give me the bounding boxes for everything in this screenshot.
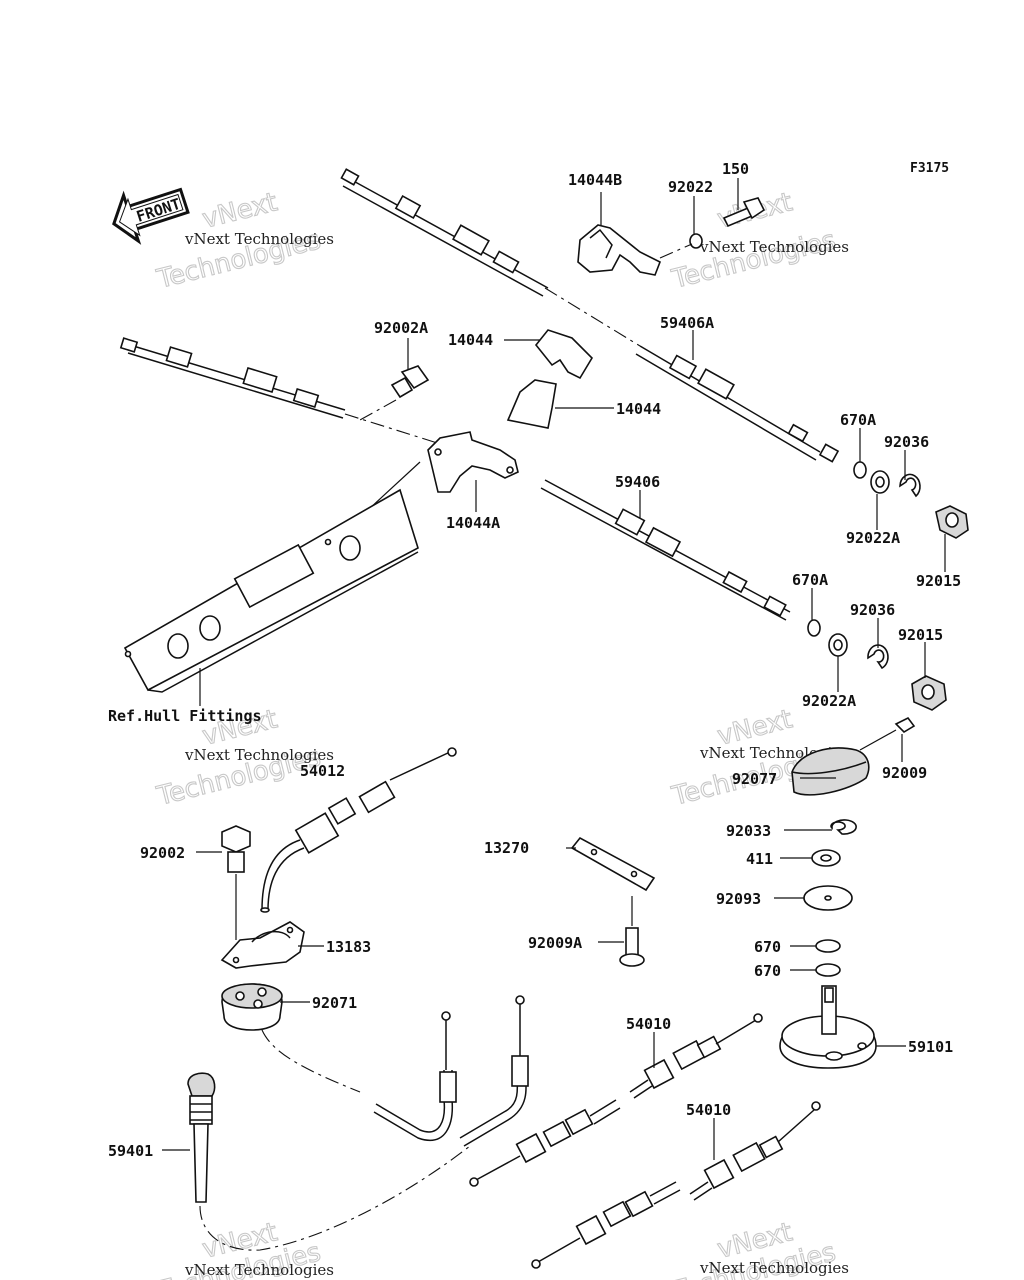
grommet-92071: [221, 983, 361, 1093]
pull-knob-59401: [187, 1072, 471, 1251]
label-92093: 92093: [716, 890, 761, 908]
label-14044a: 14044A: [446, 514, 500, 532]
label-92022: 92022: [668, 178, 713, 196]
label-59406a: 59406A: [660, 314, 714, 332]
watermark-bottom-left: vNext Technologies vNext Technologies: [153, 1217, 334, 1280]
clip-14044-upper: [534, 329, 594, 380]
bent-cable-b: [459, 995, 529, 1147]
washer-411: [811, 849, 841, 867]
bracket-14044a: [427, 431, 519, 493]
svg-text:vNext Technologies: vNext Technologies: [184, 230, 334, 248]
label-150: 150: [722, 160, 749, 178]
svg-text:vNext Technologies: vNext Technologies: [184, 746, 334, 764]
label-92036-lower: 92036: [850, 601, 895, 619]
hardware-stack-lower: [807, 619, 947, 711]
label-59401: 59401: [108, 1142, 153, 1160]
label-13270: 13270: [484, 839, 529, 857]
svg-text:vNext Technologies: vNext Technologies: [699, 1259, 849, 1277]
label-92009a: 92009A: [528, 934, 582, 952]
label-ref-hull-fittings: Ref.Hull Fittings: [108, 707, 262, 725]
label-13183: 13183: [326, 938, 371, 956]
label-92071: 92071: [312, 994, 357, 1012]
circlip-92033: [830, 819, 857, 835]
leader-lines: [162, 178, 946, 1160]
hardware-stack-upper: [853, 461, 969, 539]
bracket-14044b: [577, 224, 662, 276]
label-54010-lower: 54010: [686, 1101, 731, 1119]
label-92009: 92009: [882, 764, 927, 782]
label-670a-upper: 670A: [840, 411, 876, 429]
reel-59101: [779, 985, 877, 1069]
label-54012: 54012: [300, 762, 345, 780]
oring-670-b: [815, 963, 841, 977]
label-92033: 92033: [726, 822, 771, 840]
cable-54010-lower: [689, 1101, 821, 1201]
washer-92022: [659, 233, 703, 259]
label-92015-upper: 92015: [916, 572, 961, 590]
cable-59406: [119, 337, 791, 621]
bolt-150: [722, 197, 766, 228]
label-92022a-lower: 92022A: [802, 692, 856, 710]
svg-text:vNext Technologies: vNext Technologies: [184, 1261, 334, 1279]
label-92077: 92077: [732, 770, 777, 788]
label-92002a: 92002A: [374, 319, 428, 337]
label-92015-lower: 92015: [898, 626, 943, 644]
hull-fittings-plate: [123, 461, 421, 693]
label-92036-upper: 92036: [884, 433, 929, 451]
clip-14044-lower: [506, 379, 557, 429]
cable-59406a: [340, 168, 840, 463]
oring-670-a: [815, 939, 841, 953]
svg-text:vNext Technologies: vNext Technologies: [699, 238, 849, 256]
figure-code: F3175: [910, 161, 949, 176]
cable-54010-mid-left: [469, 1099, 621, 1187]
label-411: 411: [746, 850, 773, 868]
label-14044b: 14044B: [568, 171, 622, 189]
washer-92093: [803, 885, 853, 911]
screw-92009a: [619, 927, 645, 967]
label-670-lower: 670: [754, 962, 781, 980]
label-59101: 59101: [908, 1038, 953, 1056]
label-14044-upper: 14044: [448, 331, 493, 349]
label-92002: 92002: [140, 844, 185, 862]
plate-13270: [570, 836, 656, 926]
part-labels: 14044B 92022 150 92002A 14044 14044 5940…: [108, 160, 961, 1160]
bolt-92002a: [359, 365, 430, 421]
knob-92077: [791, 716, 916, 796]
bent-cable-a: [373, 1011, 457, 1141]
label-59406: 59406: [615, 473, 660, 491]
watermark-bottom-right: vNext Technologies vNext Technologies: [668, 1217, 849, 1280]
cable-54012: [260, 747, 457, 913]
label-670-upper: 670: [754, 938, 781, 956]
label-54010-upper: 54010: [626, 1015, 671, 1033]
label-670a-lower: 670A: [792, 571, 828, 589]
bolt-92002: [221, 825, 251, 940]
front-arrow-icon: FRONT: [112, 187, 190, 245]
label-92022a-upper: 92022A: [846, 529, 900, 547]
cable-54010-bottom-left: [531, 1181, 681, 1269]
plate-13183: [220, 921, 305, 969]
label-14044-lower: 14044: [616, 400, 661, 418]
cable-54010-upper: [629, 1013, 763, 1099]
svg-text:vNext: vNext: [199, 187, 280, 234]
